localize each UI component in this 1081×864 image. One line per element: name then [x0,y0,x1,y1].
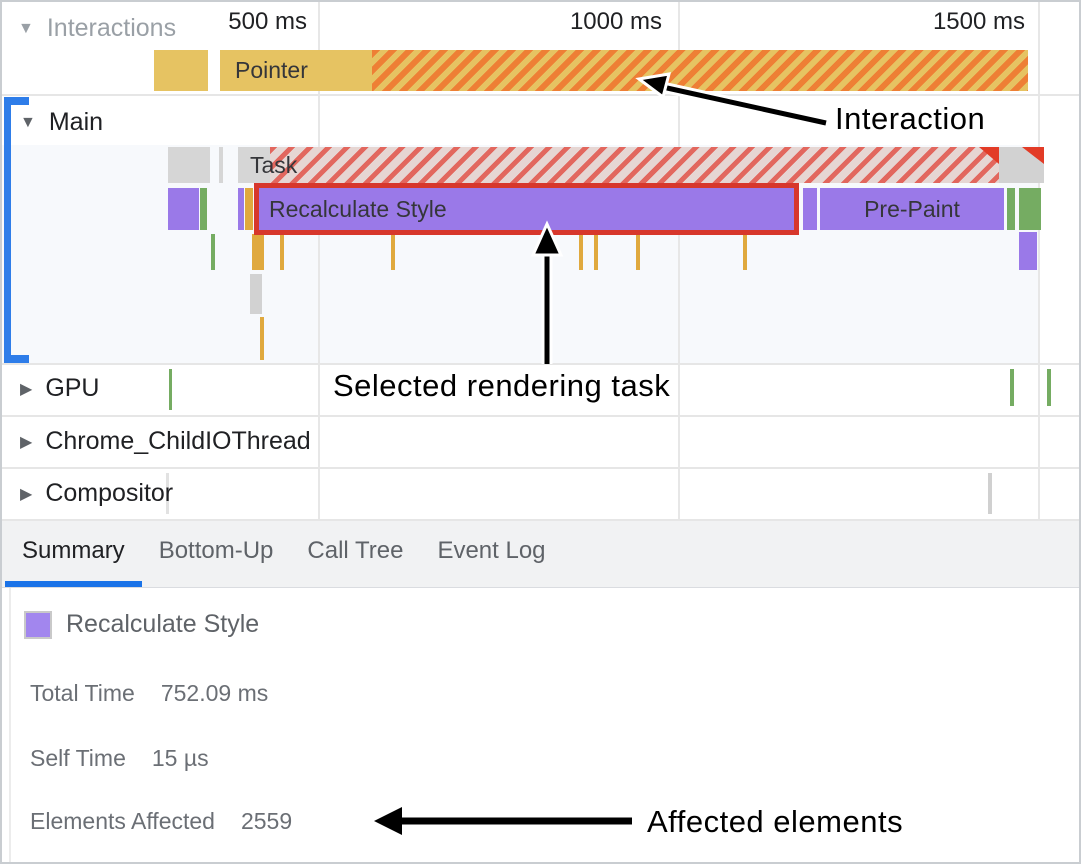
recalc-style-bar-small[interactable] [168,188,199,230]
pointer-bar-label: Pointer [235,57,308,83]
main-track-toggle[interactable]: ▼ Main [20,108,103,137]
selected-recalculate-style-bar[interactable]: Recalculate Style [254,183,799,235]
bottom-pane-tabbar: Summary Bottom-Up Call Tree Event Log [2,521,1079,588]
flame-tick[interactable] [260,317,264,360]
flame-tick[interactable] [579,234,583,270]
pre-paint-bar-label: Pre-Paint [864,196,960,222]
flame-tick[interactable] [594,234,598,270]
long-task-hatch [270,147,999,183]
main-track-label: Main [48,108,104,136]
tab-event-log[interactable]: Event Log [437,537,546,564]
paint-bar[interactable] [1007,188,1015,230]
annotation-affected-elements: Affected elements [647,804,904,839]
elements-affected-label: Elements Affected [30,808,215,834]
summary-row-total-time: Total Time 752.09 ms [30,680,268,707]
childio-track-toggle[interactable]: ▶ Chrome_ChildIOThread [20,427,311,456]
flame-tick[interactable] [391,234,395,270]
gridline-500ms [318,2,320,519]
section-divider [2,363,1079,365]
ruler-tick-1000: 1000 ms [569,8,662,35]
interactions-track-label: Interactions [46,14,177,42]
summary-row-elements-affected: Elements Affected 2559 [30,808,292,835]
selection-bracket-top [4,97,29,105]
expand-triangle-icon: ▶ [20,485,33,503]
gpu-tick[interactable] [169,369,172,410]
summary-title: Recalculate Style [66,610,260,638]
task-tick[interactable] [219,147,223,183]
pre-paint-bar[interactable]: Pre-Paint [820,188,1004,230]
flame-tick[interactable] [636,234,640,270]
task-bar-label: Task [250,152,298,178]
summary-row-self-time: Self Time 15 µs [30,745,209,772]
pointer-interaction-bar[interactable]: Pointer [220,50,1028,91]
ruler-tick-1500: 1500 ms [932,8,1025,35]
gridline-1500ms [1038,2,1040,519]
expand-triangle-icon: ▶ [20,380,33,398]
expand-triangle-icon: ▶ [20,433,33,451]
flame-tick[interactable] [252,234,264,270]
flame-tick[interactable] [1019,232,1037,270]
selection-bracket-vertical [4,97,11,363]
flame-tick[interactable] [250,274,262,314]
flame-tick[interactable] [743,234,747,270]
selected-bar-label: Recalculate Style [269,196,447,222]
gpu-track-label: GPU [45,374,100,402]
total-time-label: Total Time [30,680,135,706]
summary-color-swatch [24,610,52,639]
gpu-tick[interactable] [1047,369,1051,406]
tab-call-tree[interactable]: Call Tree [307,537,404,564]
affected-elements-arrow [374,807,632,835]
ruler-tick-500: 500 ms [228,8,307,35]
compositor-track-label: Compositor [45,479,174,507]
section-divider [2,519,1079,521]
task-bar[interactable]: Task [238,147,999,183]
compositor-tick[interactable] [166,473,169,514]
interaction-event-bar[interactable] [154,50,208,91]
annotation-selected-task: Selected rendering task [333,368,671,403]
task-bar-small[interactable] [168,147,210,183]
collapse-triangle-icon: ▼ [20,113,36,131]
pane-split-line [9,588,11,862]
compositor-tick[interactable] [988,473,992,514]
summary-title-row: Recalculate Style [24,610,259,639]
selection-bracket-bottom [4,355,29,363]
self-time-value: 15 µs [151,745,209,771]
tab-bottom-up[interactable]: Bottom-Up [158,537,274,564]
total-time-value: 752.09 ms [160,680,269,706]
flame-tick[interactable] [280,234,284,270]
self-time-label: Self Time [30,745,126,771]
paint-bar[interactable] [1019,188,1041,230]
annotation-interaction: Interaction [835,101,986,136]
collapse-triangle-icon: ▼ [18,19,34,37]
childio-track-label: Chrome_ChildIOThread [45,427,311,455]
purple-sliver-bar[interactable] [803,188,817,230]
elements-affected-value: 2559 [240,808,293,834]
interaction-pending-hatch [372,50,1028,91]
gpu-track-toggle[interactable]: ▶ GPU [20,374,100,403]
paint-bar-small[interactable] [200,188,207,230]
interactions-track-toggle[interactable]: ▼ Interactions [18,14,176,43]
gpu-tick[interactable] [1010,369,1014,406]
section-divider [2,94,1079,96]
purple-sliver-bar[interactable] [238,188,244,230]
tab-summary[interactable]: Summary [5,521,142,587]
section-divider [2,467,1079,469]
flame-tick[interactable] [211,234,215,270]
gridline-1000ms [678,2,680,519]
section-divider [2,415,1079,417]
compositor-track-toggle[interactable]: ▶ Compositor [20,479,173,508]
amber-sliver-bar[interactable] [245,188,253,230]
